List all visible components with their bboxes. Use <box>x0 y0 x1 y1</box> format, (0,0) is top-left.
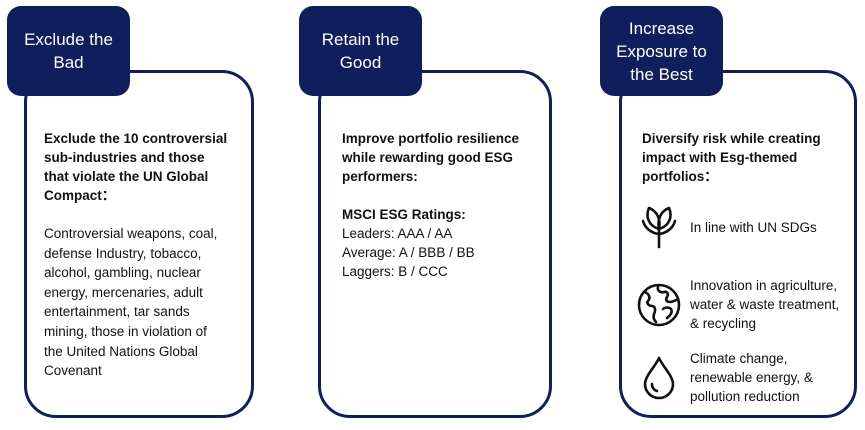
ratings-title: MSCI ESG Ratings: <box>342 207 466 222</box>
ratings-leaders: Leaders: AAA / AA <box>342 226 453 241</box>
retain-content: Improve portfolio resilience while rewar… <box>342 129 542 281</box>
msci-ratings: MSCI ESG Ratings: Leaders: AAA / AA Aver… <box>342 205 542 281</box>
climate-item: Climate change, renewable energy, & poll… <box>636 349 813 406</box>
sdg-label: In line with UN SDGs <box>690 219 817 235</box>
innovation-label: Innovation in agriculture, water & waste… <box>690 278 840 331</box>
exclude-card <box>24 70 254 418</box>
increase-tab: Increase Exposure to the Best <box>600 6 723 96</box>
exclude-tab-title: Exclude the Bad <box>24 30 113 72</box>
ratings-average: Average: A / BBB / BB <box>342 245 475 260</box>
exclude-tab: Exclude the Bad <box>7 6 130 96</box>
increase-intro: Diversify risk while creating impact wit… <box>642 131 821 184</box>
retain-intro: Improve portfolio resilience while rewar… <box>342 131 520 184</box>
retain-tab: Retain the Good <box>299 6 422 96</box>
exclude-content: Exclude the 10 controversial sub-industr… <box>44 129 244 381</box>
exclude-intro: Exclude the 10 controversial sub-industr… <box>44 131 228 203</box>
retain-card <box>318 70 552 418</box>
sdg-item: In line with UN SDGs <box>636 204 817 250</box>
increase-tab-title: Increase Exposure to the Best <box>616 18 707 84</box>
ratings-laggers: Laggers: B / CCC <box>342 264 448 279</box>
retain-tab-title: Retain the Good <box>321 30 400 72</box>
climate-label: Climate change, renewable energy, & poll… <box>690 351 813 404</box>
increase-content: Diversify risk while creating impact wit… <box>642 129 847 186</box>
exclude-list: Controversial weapons, coal, defense Ind… <box>44 226 218 379</box>
water-drop-icon <box>636 355 682 401</box>
leaf-icon <box>636 204 682 250</box>
globe-icon <box>636 282 682 328</box>
innovation-item: Innovation in agriculture, water & waste… <box>636 276 839 333</box>
